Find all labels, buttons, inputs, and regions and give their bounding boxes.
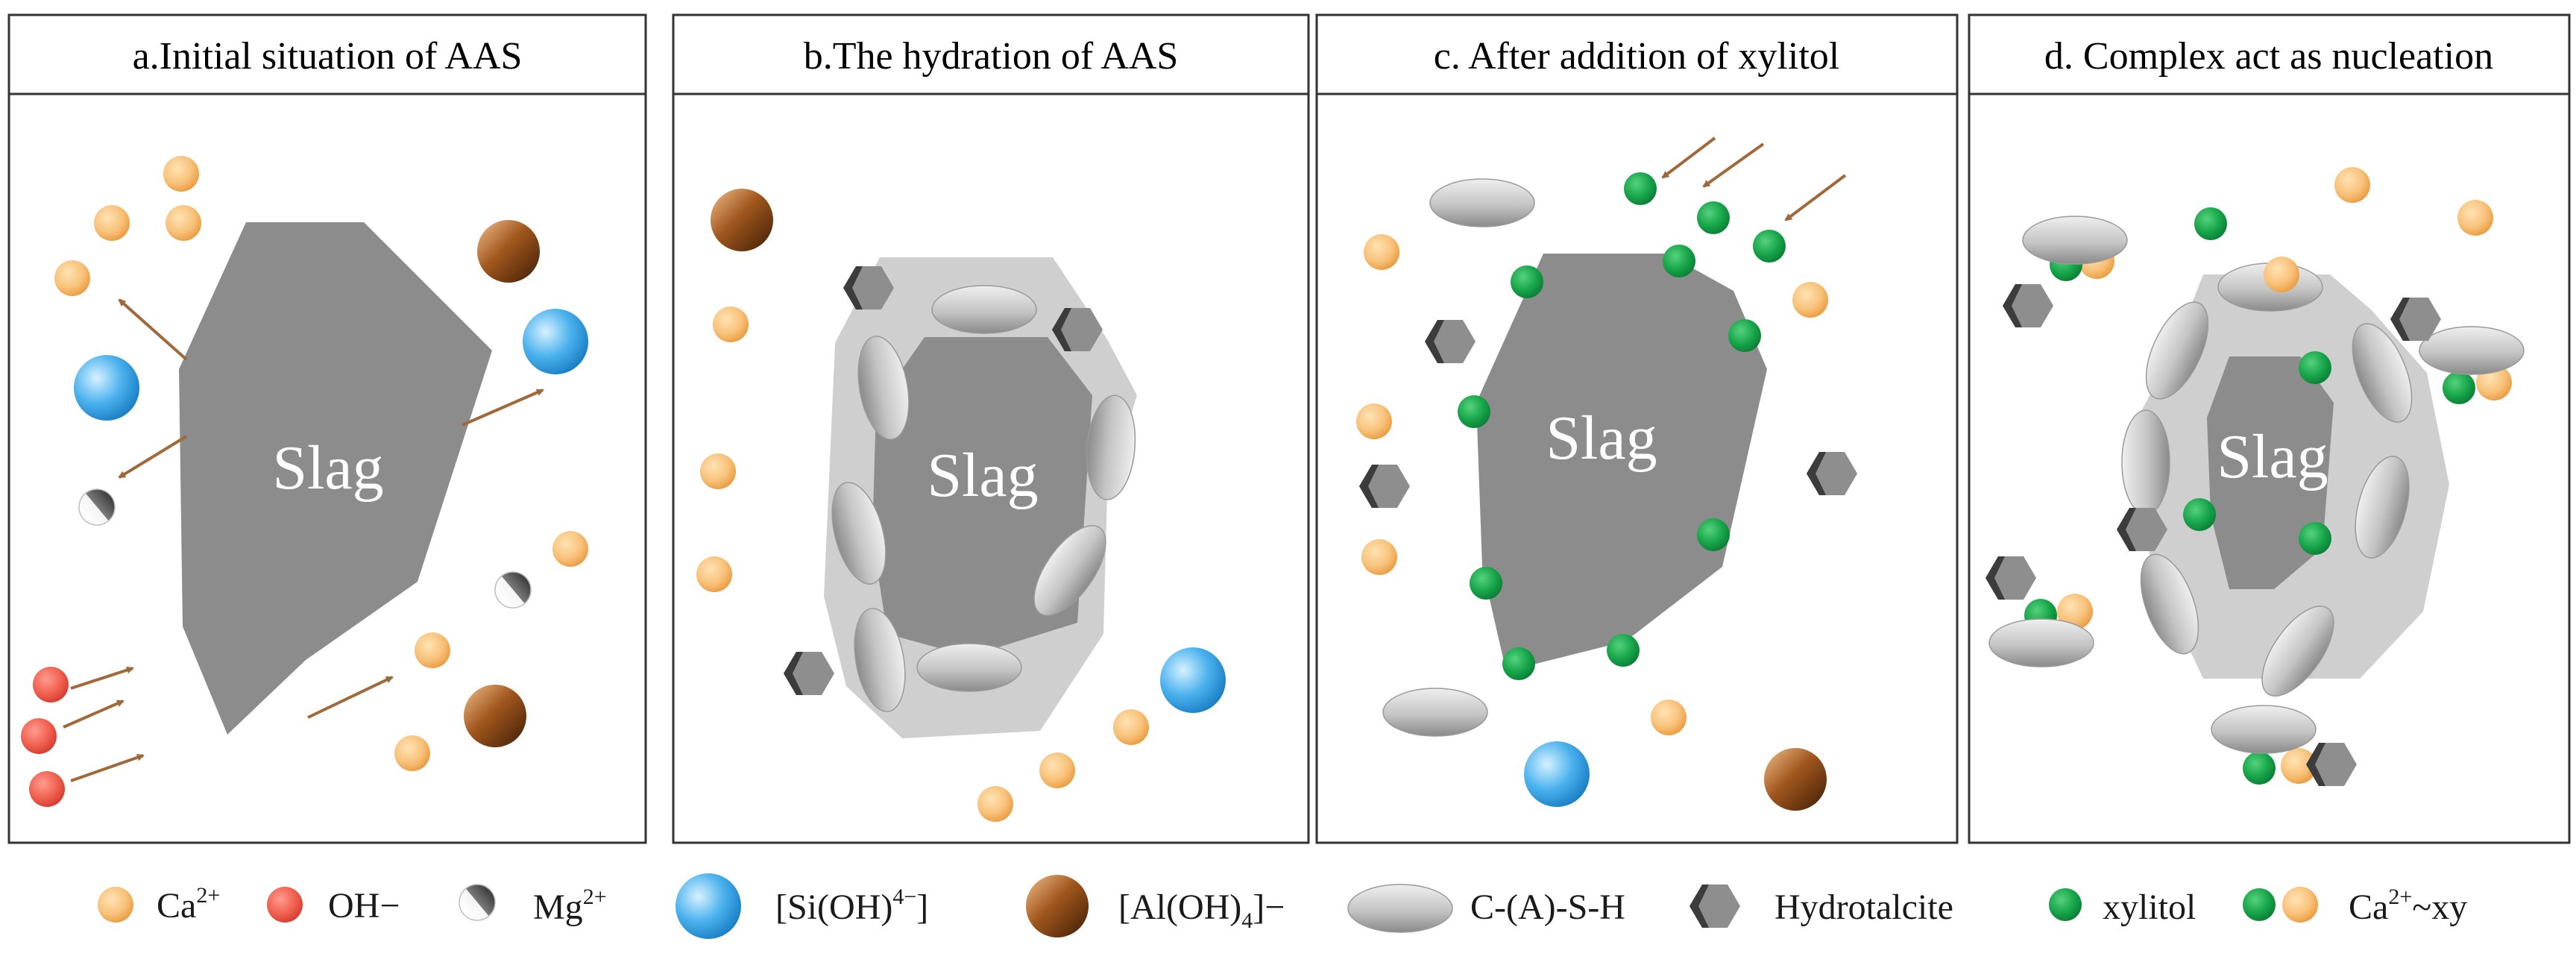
silicate-ion-icon — [676, 873, 741, 939]
hydrotalcite-icon — [1689, 885, 1740, 928]
csh-icon — [1347, 884, 1453, 933]
legend-label-si: [Si(OH) — [775, 887, 892, 927]
slag-label: Slag — [927, 441, 1038, 510]
panel-c: c. After addition of xylitol Slag — [1315, 13, 1959, 844]
legend-label-ht: Hydrotalcite — [1774, 887, 1953, 927]
panel-a: a.Initial situation of AAS Slag — [7, 13, 647, 844]
legend-label-csh: C-(A)-S-H — [1470, 887, 1625, 927]
mg-ion-icon — [451, 876, 503, 929]
legend-label-caxy: Ca — [2349, 887, 2388, 927]
svg-text:Mg2+: Mg2+ — [533, 885, 607, 927]
svg-text:[Al(OH)4]−: [Al(OH)4]− — [1118, 887, 1285, 933]
dissolution-arrows — [63, 298, 544, 782]
slag-label: Slag — [1546, 403, 1657, 473]
panel-d: d. Complex act as nucleation Slag — [1968, 13, 2571, 844]
legend-item-ca: Ca2+ — [98, 883, 220, 926]
slag-label: Slag — [272, 433, 383, 503]
legend-item-xy: xylitol — [2049, 887, 2196, 927]
legend-label-al: [Al(OH) — [1118, 887, 1241, 927]
slag-particle — [179, 222, 492, 735]
svg-text:[Si(OH)4−]: [Si(OH)4−] — [775, 885, 928, 927]
hydroxide-ion-icon — [267, 887, 303, 923]
aluminate-ions — [711, 189, 773, 251]
svg-text:Ca2+~xy: Ca2+~xy — [2349, 885, 2467, 927]
legend-item-oh: OH− — [267, 886, 400, 926]
silicate-ions — [1160, 647, 1226, 713]
legend-item-caxy: Ca2+~xy — [2243, 885, 2467, 927]
legend-item-mg: Mg2+ — [451, 876, 607, 929]
panel-b-title: b.The hydration of AAS — [804, 35, 1179, 78]
xylitol-inflow-arrows — [1661, 136, 1847, 221]
svg-text:Ca2+: Ca2+ — [157, 883, 220, 926]
panel-c-title-box — [1315, 13, 1959, 95]
slag-label: Slag — [2217, 422, 2328, 491]
legend-label-ca: Ca — [157, 886, 196, 926]
slag-particle — [872, 337, 1092, 656]
legend-item-ht: Hydrotalcite — [1689, 885, 1953, 928]
panel-b-title-box — [672, 13, 1310, 95]
ca-ion-icon — [98, 887, 133, 923]
panel-b: b.The hydration of AAS Slag — [672, 13, 1310, 844]
legend-item-csh: C-(A)-S-H — [1347, 884, 1625, 933]
legend-label-mg: Mg — [533, 887, 583, 927]
xylitol-icon — [2049, 888, 2082, 921]
silicate-ions — [1524, 741, 1590, 807]
panel-c-title: c. After addition of xylitol — [1434, 35, 1839, 78]
legend-label-xy: xylitol — [2103, 887, 2196, 927]
legend-label-oh: OH− — [328, 886, 400, 926]
legend-item-al: [Al(OH)4]− — [1026, 875, 1285, 937]
ca-xylitol-complex-icon — [2243, 888, 2276, 921]
panel-d-title: d. Complex act as nucleation — [2044, 35, 2493, 78]
panel-a-title-box — [7, 13, 647, 95]
aluminate-ion-icon — [1026, 875, 1089, 937]
aluminate-ions — [1764, 748, 1827, 811]
slag-particle — [1476, 254, 1767, 671]
panel-d-title-box — [1968, 13, 2571, 95]
panel-a-title: a.Initial situation of AAS — [133, 35, 523, 78]
legend: Ca2+ OH− Mg2+ [Si(OH)4−] [Al(OH)4]− C-(A… — [98, 873, 2467, 939]
legend-item-si: [Si(OH)4−] — [676, 873, 928, 939]
